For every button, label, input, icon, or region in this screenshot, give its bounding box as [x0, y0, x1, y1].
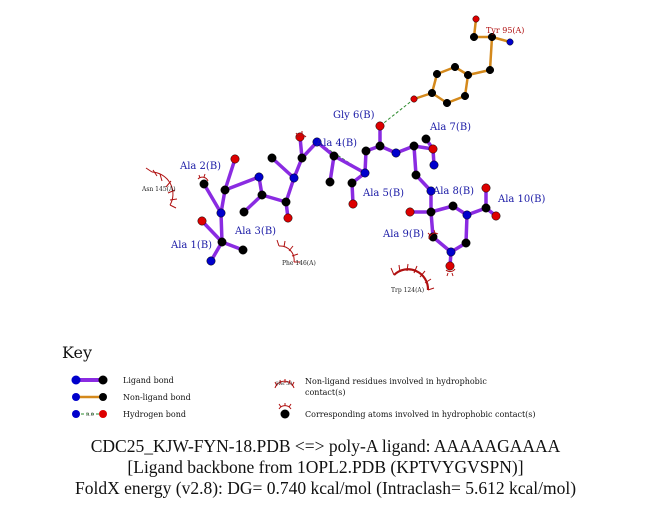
- caption-line-1: CDC25_KJW-FYN-18.PDB <=> poly-A ligand: …: [90, 436, 561, 456]
- key-title: Key: [62, 343, 92, 362]
- key-ligand-atom-c: [98, 375, 108, 385]
- key-hydrophobic-residues-label-2: contact(s): [305, 388, 345, 397]
- residue-labels: Ala 1(B) Ala 2(B) Ala 3(B) Ala 4(B) Ala …: [141, 26, 546, 294]
- hydrophobic-contacts: [145, 131, 456, 291]
- key: Key Ligand bond Non-ligand bond 3.0 Hydr…: [62, 343, 536, 419]
- label-ala3: Ala 3(B): [234, 226, 276, 237]
- key-nonligand-bond-label: Non-ligand bond: [123, 393, 191, 402]
- caption-line-2: [Ligand backbone from 1OPL2.PDB (KPTVYGV…: [127, 457, 524, 477]
- key-ligand-atom-n: [71, 375, 81, 385]
- label-ala8: Ala 8(B): [432, 186, 474, 197]
- key-hydrophobic-example: His 53: [276, 381, 292, 387]
- caption-line-3: FoldX energy (v2.8): DG= 0.740 kcal/mol …: [74, 478, 577, 498]
- key-hydrophobic-residues-label: Non-ligand residues involved in hydropho…: [305, 377, 487, 386]
- label-ala9: Ala 9(B): [382, 229, 424, 240]
- label-ala4: Ala 4(B): [315, 138, 357, 149]
- label-tyr95: Tyr 95(A): [486, 26, 524, 35]
- key-hbond-label: Hydrogen bond: [123, 410, 186, 419]
- label-asn145: Asn 145(A): [141, 186, 176, 193]
- key-hbond-length: 3.0: [86, 412, 94, 418]
- label-ala5: Ala 5(B): [362, 188, 404, 199]
- label-ala2: Ala 2(B): [179, 161, 221, 172]
- key-corresponding-atoms-label: Corresponding atoms involved in hydropho…: [305, 410, 536, 419]
- label-ala10: Ala 10(B): [497, 194, 546, 205]
- label-ala7: Ala 7(B): [429, 122, 471, 133]
- label-ala1: Ala 1(B): [170, 240, 212, 251]
- key-ligand-bond-label: Ligand bond: [123, 376, 174, 385]
- label-phe146: Phe 146(A): [282, 260, 316, 267]
- label-gly6: Gly 6(B): [333, 110, 375, 121]
- label-trp124: Trp 124(A): [391, 287, 424, 294]
